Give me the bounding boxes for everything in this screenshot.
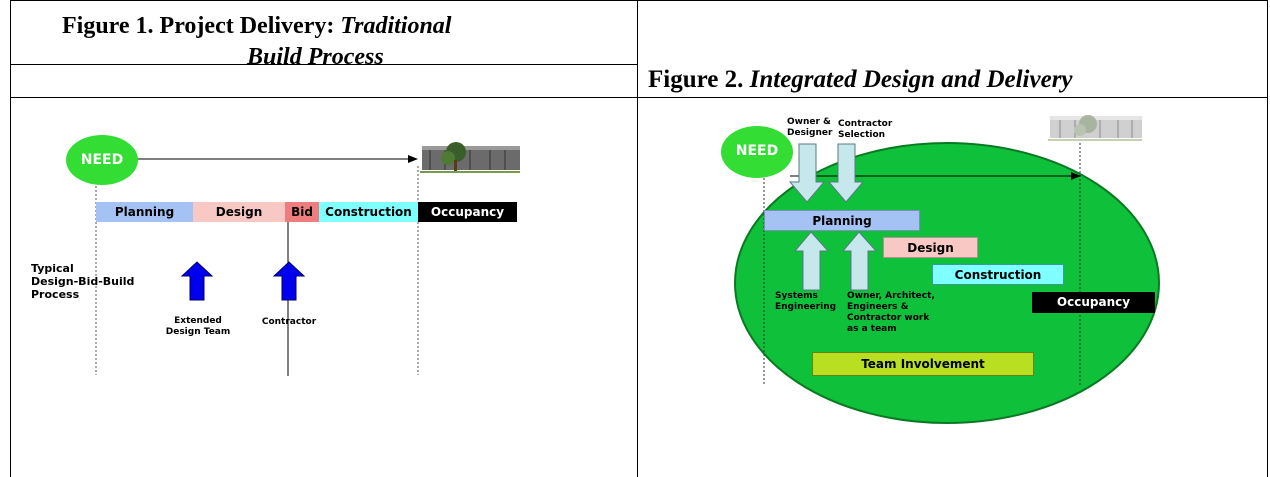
top-label-line: Designer	[787, 128, 833, 138]
figure1-title-line1: Figure 1. Project Delivery: Traditional	[62, 13, 451, 40]
arrow-label-line: Extended	[174, 316, 222, 326]
phase-planning: Planning	[764, 210, 920, 231]
typical-label-line: Process	[31, 288, 80, 301]
figure-table	[10, 0, 1268, 477]
arrow-label-line: Design Team	[165, 327, 231, 337]
bottom-label-line: Contractor work	[847, 313, 930, 323]
arrow-up-icon	[793, 231, 830, 291]
phase-bid: Bid	[285, 202, 319, 222]
phase-design: Design	[193, 202, 285, 222]
bottom-label-line: Owner, Architect,	[847, 291, 935, 301]
contractor-selection-label: Contractor Selection	[838, 119, 892, 141]
phase-construction: Construction	[319, 202, 418, 222]
typical-label-line: Typical	[31, 262, 74, 275]
phase-construction: Construction	[932, 264, 1064, 285]
bottom-label-line: Engineering	[775, 302, 837, 312]
owner-architect-team-label: Owner, Architect, Engineers & Contractor…	[847, 291, 935, 335]
contractor-label: Contractor	[261, 317, 317, 327]
bottom-label-line: Engineers &	[847, 302, 909, 312]
figure1-title-italic-2: Build Process	[247, 44, 384, 70]
bottom-label-line: Systems	[775, 291, 818, 301]
figure2-title: Figure 2. Integrated Design and Delivery	[648, 66, 1073, 94]
arrow-down-icon	[788, 143, 826, 203]
need-label-fig1: NEED	[80, 152, 124, 168]
phase-design: Design	[883, 237, 978, 258]
figure1-title-prefix: Figure 1. Project Delivery:	[62, 13, 335, 39]
need-bubble-fig1	[66, 135, 138, 185]
top-label-line: Owner &	[787, 117, 831, 127]
arrow-up-icon	[841, 231, 878, 291]
figure1-title-line2: Build Process	[247, 44, 384, 71]
extended-design-team-label: Extended Design Team	[158, 316, 238, 338]
phase-occupancy: Occupancy	[1032, 292, 1155, 313]
top-label-line: Selection	[838, 130, 886, 140]
systems-engineering-label: Systems Engineering	[775, 291, 836, 313]
team-involvement-bar: Team Involvement	[812, 352, 1034, 376]
typical-process-label: Typical Design-Bid-Build Process	[31, 262, 134, 301]
figure2-title-italic: Integrated Design and Delivery	[749, 66, 1073, 93]
arrow-up-icon	[180, 261, 214, 301]
figure1-title-italic: Traditional	[340, 13, 452, 39]
arrow-up-icon	[272, 261, 306, 301]
figure2-title-prefix: Figure 2.	[648, 66, 744, 93]
table-grid	[10, 0, 1268, 477]
building-icon	[420, 142, 520, 173]
top-label-line: Contractor	[838, 119, 893, 129]
bottom-label-line: as a team	[847, 324, 897, 334]
phase-planning: Planning	[96, 202, 193, 222]
arrow-down-icon	[827, 143, 865, 203]
owner-designer-label: Owner & Designer	[787, 117, 832, 139]
phase-occupancy: Occupancy	[418, 202, 517, 222]
need-label-fig2: NEED	[735, 143, 779, 159]
building-icon	[1048, 115, 1142, 141]
typical-label-line: Design-Bid-Build	[31, 275, 135, 288]
need-bubble-fig2	[721, 126, 793, 178]
